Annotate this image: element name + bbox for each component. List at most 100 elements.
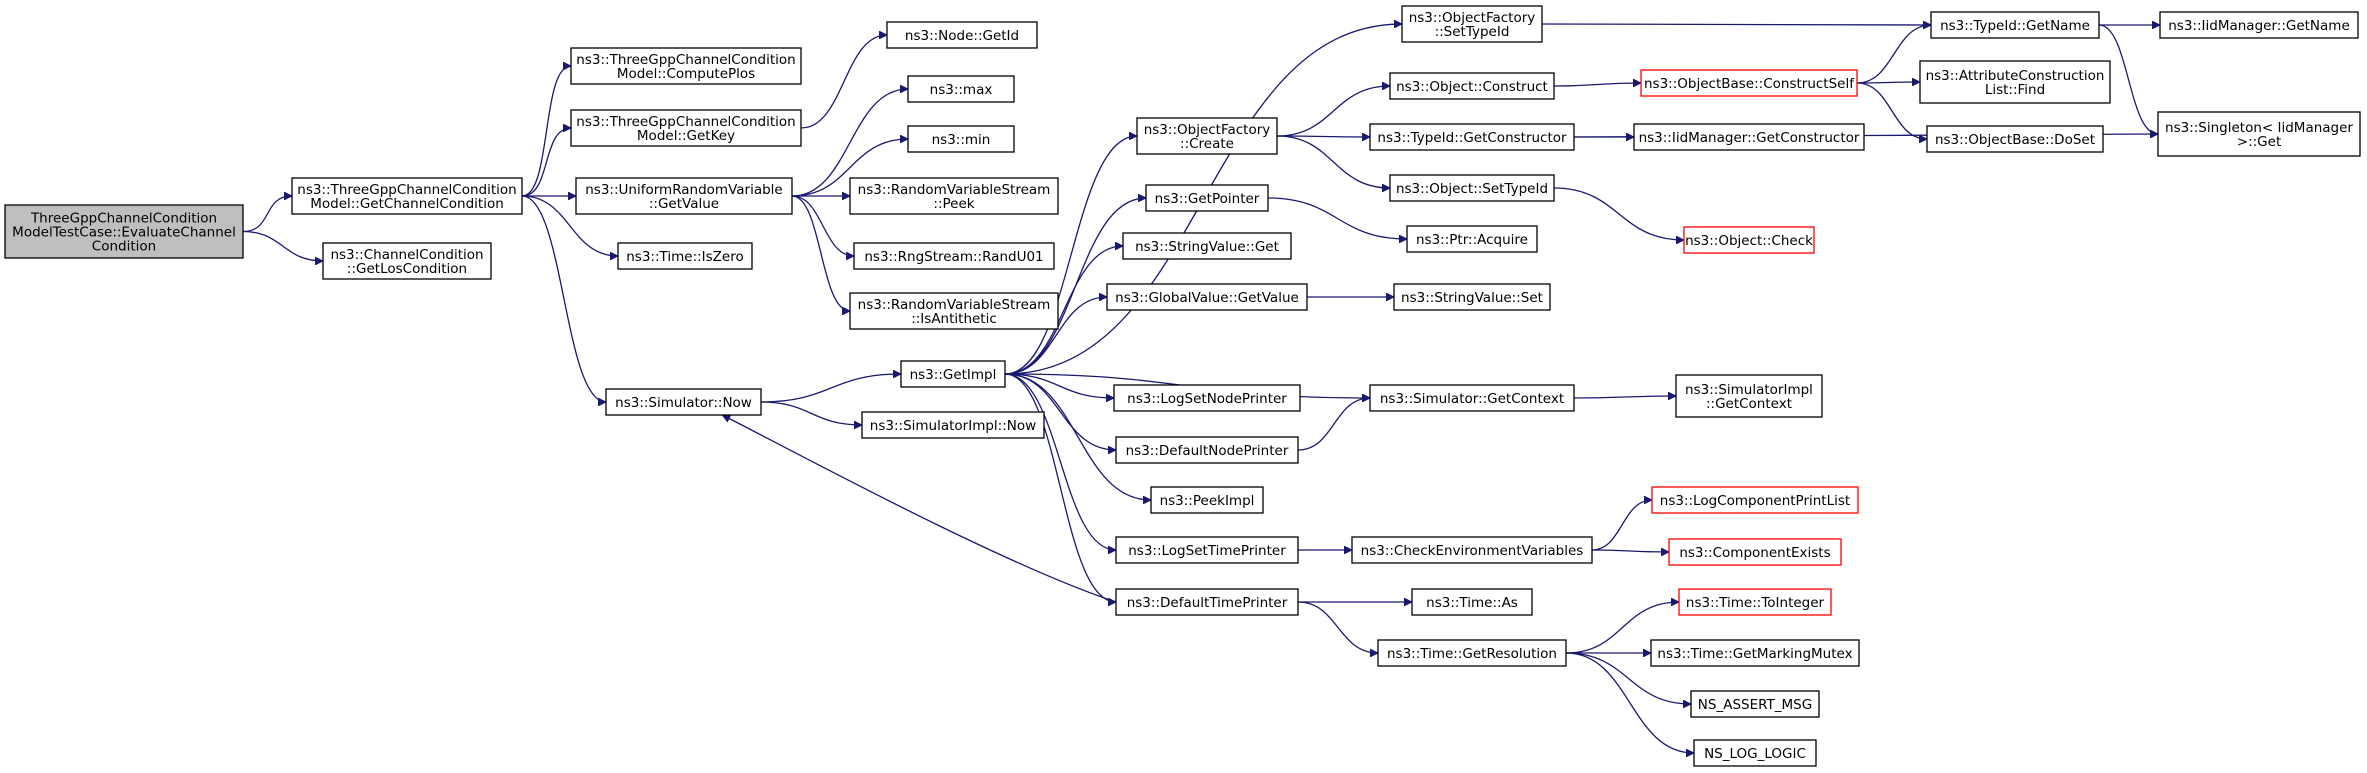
node-label-string-value-set: ns3::StringValue::Set	[1401, 290, 1543, 306]
node-label-do-set: ns3::ObjectBase::DoSet	[1935, 132, 2095, 148]
node-min[interactable]: ns3::min	[907, 125, 1015, 153]
node-root[interactable]: ThreeGppChannelConditionModelTestCase::E…	[4, 204, 244, 259]
node-label-time-as: ns3::Time::As	[1426, 595, 1518, 611]
edge-get-impl-to-log-set-time-printer	[1004, 373, 1116, 550]
node-get-los-condition[interactable]: ns3::ChannelCondition::GetLosCondition	[322, 242, 492, 280]
node-node-get-id[interactable]: ns3::Node::GetId	[886, 21, 1038, 49]
node-of-create[interactable]: ns3::ObjectFactory::Create	[1136, 117, 1278, 155]
node-box-object-construct	[1389, 72, 1555, 100]
node-box-simulator-get-context	[1369, 384, 1575, 412]
node-component-exists[interactable]: ns3::ComponentExists	[1668, 538, 1842, 566]
node-simulator-get-context[interactable]: ns3::Simulator::GetContext	[1369, 384, 1575, 412]
node-get-key[interactable]: ns3::ThreeGppChannelConditionModel::GetK…	[570, 109, 802, 147]
node-log-component-print-list[interactable]: ns3::LogComponentPrintList	[1651, 486, 1859, 514]
node-ns-log-logic[interactable]: NS_LOG_LOGIC	[1693, 739, 1817, 767]
node-time-is-zero[interactable]: ns3::Time::IsZero	[617, 242, 753, 270]
edge-uniform-get-value-to-min	[791, 139, 908, 197]
node-is-antithetic[interactable]: ns3::RandomVariableStream::IsAntithetic	[849, 292, 1059, 330]
node-get-impl[interactable]: ns3::GetImpl	[900, 360, 1006, 388]
node-box-sim-impl-get-context	[1675, 374, 1823, 418]
edge-of-create-to-object-construct	[1276, 86, 1390, 137]
node-box-iid-get-constructor	[1633, 123, 1865, 151]
node-check-env-vars[interactable]: ns3::CheckEnvironmentVariables	[1351, 536, 1593, 564]
node-box-max	[907, 75, 1015, 103]
node-sim-impl-get-context[interactable]: ns3::SimulatorImpl::GetContext	[1675, 374, 1823, 418]
node-box-object-check	[1683, 226, 1815, 254]
node-rand-u01[interactable]: ns3::RngStream::RandU01	[853, 242, 1055, 270]
node-box-type-id-get-name	[1930, 11, 2100, 39]
edge-check-env-vars-to-log-component-print-list	[1591, 500, 1653, 551]
node-box-ns-log-logic	[1693, 739, 1817, 767]
node-object-construct[interactable]: ns3::Object::Construct	[1389, 72, 1555, 100]
node-box-get-key	[570, 109, 802, 147]
node-iid-get-constructor[interactable]: ns3::IidManager::GetConstructor	[1633, 123, 1865, 151]
node-object-set-type-id[interactable]: ns3::Object::SetTypeId	[1389, 174, 1555, 202]
node-label-max: ns3::max	[930, 82, 993, 98]
node-string-value-get[interactable]: ns3::StringValue::Get	[1122, 232, 1292, 260]
edge-uniform-get-value-to-max	[791, 89, 908, 197]
node-label-type-id-get-constructor: ns3::TypeId::GetConstructor	[1377, 130, 1567, 146]
node-label-log-set-time-printer: ns3::LogSetTimePrinter	[1128, 543, 1286, 559]
node-ns-assert-msg[interactable]: NS_ASSERT_MSG	[1690, 690, 1820, 718]
node-time-as[interactable]: ns3::Time::As	[1411, 588, 1533, 616]
node-label-ns-assert-msg: NS_ASSERT_MSG	[1698, 697, 1812, 713]
node-time-get-resolution[interactable]: ns3::Time::GetResolution	[1377, 639, 1567, 667]
node-box-component-exists	[1668, 538, 1842, 566]
edge-get-impl-to-string-value-get	[1004, 246, 1123, 375]
edge-of-create-to-object-set-type-id	[1276, 135, 1390, 188]
node-label-iid-get-constructor: ns3::IidManager::GetConstructor	[1639, 130, 1860, 146]
node-string-value-set[interactable]: ns3::StringValue::Set	[1393, 283, 1551, 311]
node-uniform-get-value[interactable]: ns3::UniformRandomVariable::GetValue	[575, 177, 793, 215]
node-rvs-peek[interactable]: ns3::RandomVariableStream::Peek	[849, 177, 1059, 215]
node-label-sim-impl-now: ns3::SimulatorImpl::Now	[870, 418, 1036, 434]
node-iid-get-name[interactable]: ns3::IidManager::GetName	[2159, 11, 2359, 39]
node-label-root: ThreeGppChannelCondition	[30, 211, 217, 227]
edge-type-id-get-name-to-singleton-get	[2098, 24, 2159, 134]
node-ptr-acquire[interactable]: ns3::Ptr::Acquire	[1406, 225, 1538, 253]
node-time-to-integer[interactable]: ns3::Time::ToInteger	[1678, 588, 1832, 616]
node-label-attr-construction-find: List::Find	[1985, 82, 2045, 98]
node-default-time-printer[interactable]: ns3::DefaultTimePrinter	[1115, 588, 1299, 616]
edge-construct-self-to-do-set	[1856, 82, 1927, 139]
node-simulator-now[interactable]: ns3::Simulator::Now	[605, 388, 762, 416]
node-of-set-type-id[interactable]: ns3::ObjectFactory::SetTypeId	[1401, 5, 1543, 43]
node-type-id-get-name[interactable]: ns3::TypeId::GetName	[1930, 11, 2100, 39]
node-max[interactable]: ns3::max	[907, 75, 1015, 103]
node-do-set[interactable]: ns3::ObjectBase::DoSet	[1926, 125, 2104, 153]
node-peek-impl[interactable]: ns3::PeekImpl	[1150, 486, 1264, 514]
edge-get-channel-condition-to-get-key	[521, 128, 572, 197]
edge-object-construct-to-construct-self	[1553, 83, 1641, 86]
node-label-sim-impl-get-context: ::GetContext	[1706, 396, 1792, 412]
node-label-time-to-integer: ns3::Time::ToInteger	[1686, 595, 1825, 611]
node-get-marking-mutex[interactable]: ns3::Time::GetMarkingMutex	[1650, 639, 1860, 667]
node-type-id-get-constructor[interactable]: ns3::TypeId::GetConstructor	[1369, 123, 1575, 151]
node-log-set-node-printer[interactable]: ns3::LogSetNodePrinter	[1113, 384, 1301, 412]
node-compute-plos[interactable]: ns3::ThreeGppChannelConditionModel::Comp…	[570, 47, 802, 85]
node-label-global-value-get-value: ns3::GlobalValue::GetValue	[1115, 290, 1299, 306]
edge-get-impl-to-log-set-node-printer	[1004, 373, 1114, 398]
node-box-rand-u01	[853, 242, 1055, 270]
node-label-get-pointer: ns3::GetPointer	[1155, 191, 1260, 207]
node-object-check[interactable]: ns3::Object::Check	[1683, 226, 1815, 254]
edge-default-time-printer-to-simulator-now	[722, 414, 1117, 603]
node-construct-self[interactable]: ns3::ObjectBase::ConstructSelf	[1640, 69, 1858, 97]
node-label-get-channel-condition: Model::GetChannelCondition	[310, 196, 504, 212]
edge-get-impl-to-of-create	[1004, 136, 1137, 375]
node-label-uniform-get-value: ::GetValue	[649, 196, 719, 212]
node-label-rvs-peek: ::Peek	[933, 196, 974, 212]
node-sim-impl-now[interactable]: ns3::SimulatorImpl::Now	[861, 411, 1045, 439]
node-singleton-get[interactable]: ns3::Singleton< IidManager >::Get	[2157, 111, 2361, 157]
edge-default-node-printer-to-simulator-get-context	[1297, 398, 1370, 451]
node-box-time-as	[1411, 588, 1533, 616]
node-global-value-get-value[interactable]: ns3::GlobalValue::GetValue	[1106, 283, 1308, 311]
node-label-iid-get-name: ns3::IidManager::GetName	[2168, 18, 2350, 34]
node-default-node-printer[interactable]: ns3::DefaultNodePrinter	[1115, 436, 1299, 464]
edge-uniform-get-value-to-is-antithetic	[791, 195, 851, 311]
node-box-time-is-zero	[617, 242, 753, 270]
node-get-pointer[interactable]: ns3::GetPointer	[1145, 184, 1269, 212]
edge-of-set-type-id-to-type-id-get-name	[1541, 24, 1931, 25]
node-box-global-value-get-value	[1106, 283, 1308, 311]
node-get-channel-condition[interactable]: ns3::ThreeGppChannelConditionModel::GetC…	[291, 177, 523, 215]
node-log-set-time-printer[interactable]: ns3::LogSetTimePrinter	[1115, 536, 1299, 564]
